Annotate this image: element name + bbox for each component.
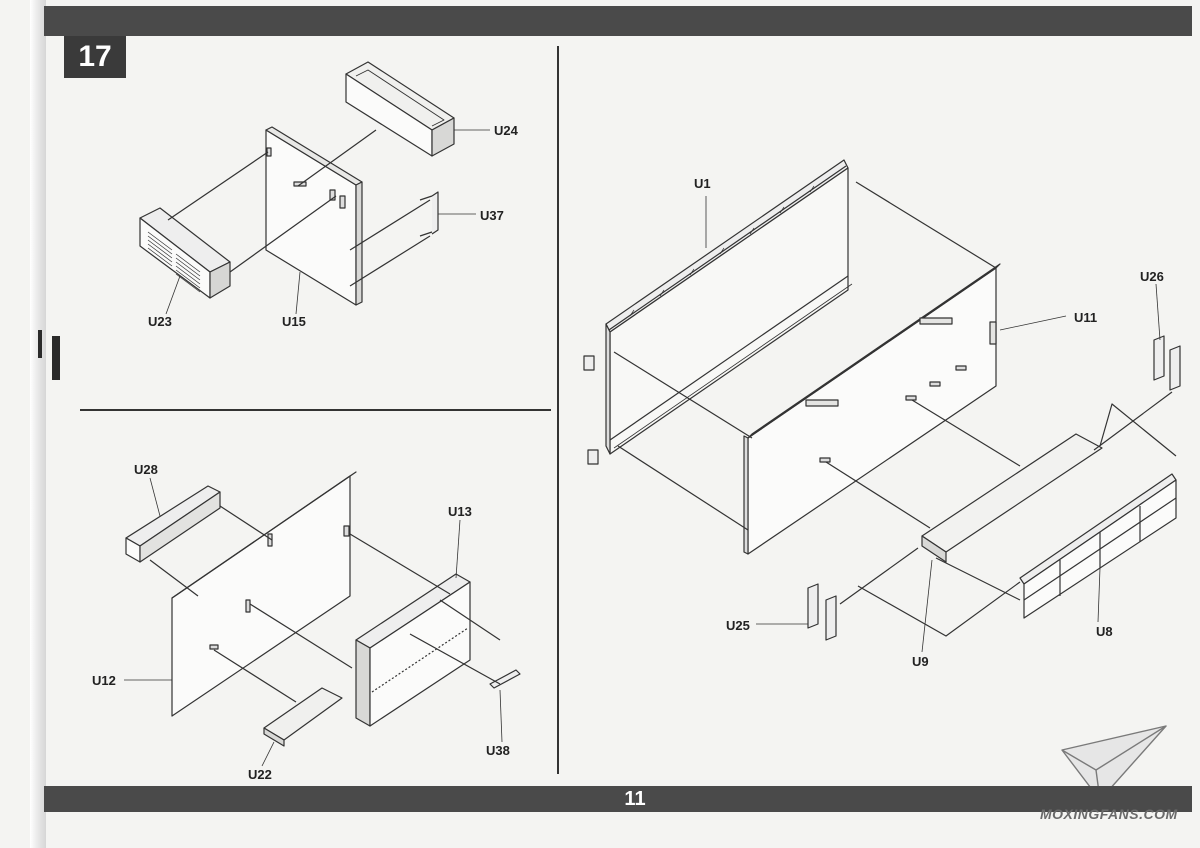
header-bar	[44, 6, 1192, 36]
binding-mark	[52, 336, 60, 380]
part-label-u8: U8	[1096, 624, 1113, 639]
part-label-u12: U12	[92, 673, 116, 688]
step-number: 17	[64, 36, 126, 78]
horizontal-divider	[80, 409, 551, 411]
footer-bar	[44, 786, 1192, 812]
part-label-u13: U13	[448, 504, 472, 519]
part-label-u23: U23	[148, 314, 172, 329]
part-label-u26: U26	[1140, 269, 1164, 284]
part-label-u1: U1	[694, 176, 711, 191]
part-label-u37: U37	[480, 208, 504, 223]
part-label-u24: U24	[494, 123, 518, 138]
part-label-u38: U38	[486, 743, 510, 758]
part-label-u9: U9	[912, 654, 929, 669]
diagram-main-assembly	[583, 159, 1181, 653]
page-binding-edge	[30, 0, 46, 848]
diagram-u15-assembly	[139, 61, 490, 315]
page-number: 11	[624, 788, 646, 810]
watermark-text: MOXINGFANS.COM	[1040, 806, 1178, 822]
part-label-u22: U22	[248, 767, 272, 782]
part-label-u15: U15	[282, 314, 306, 329]
part-label-u28: U28	[134, 462, 158, 477]
diagram-u12-assembly	[124, 471, 521, 767]
part-label-u11: U11	[1074, 310, 1098, 325]
vertical-divider	[557, 46, 559, 774]
binding-mark-small	[38, 330, 42, 358]
part-label-u25: U25	[726, 618, 750, 633]
